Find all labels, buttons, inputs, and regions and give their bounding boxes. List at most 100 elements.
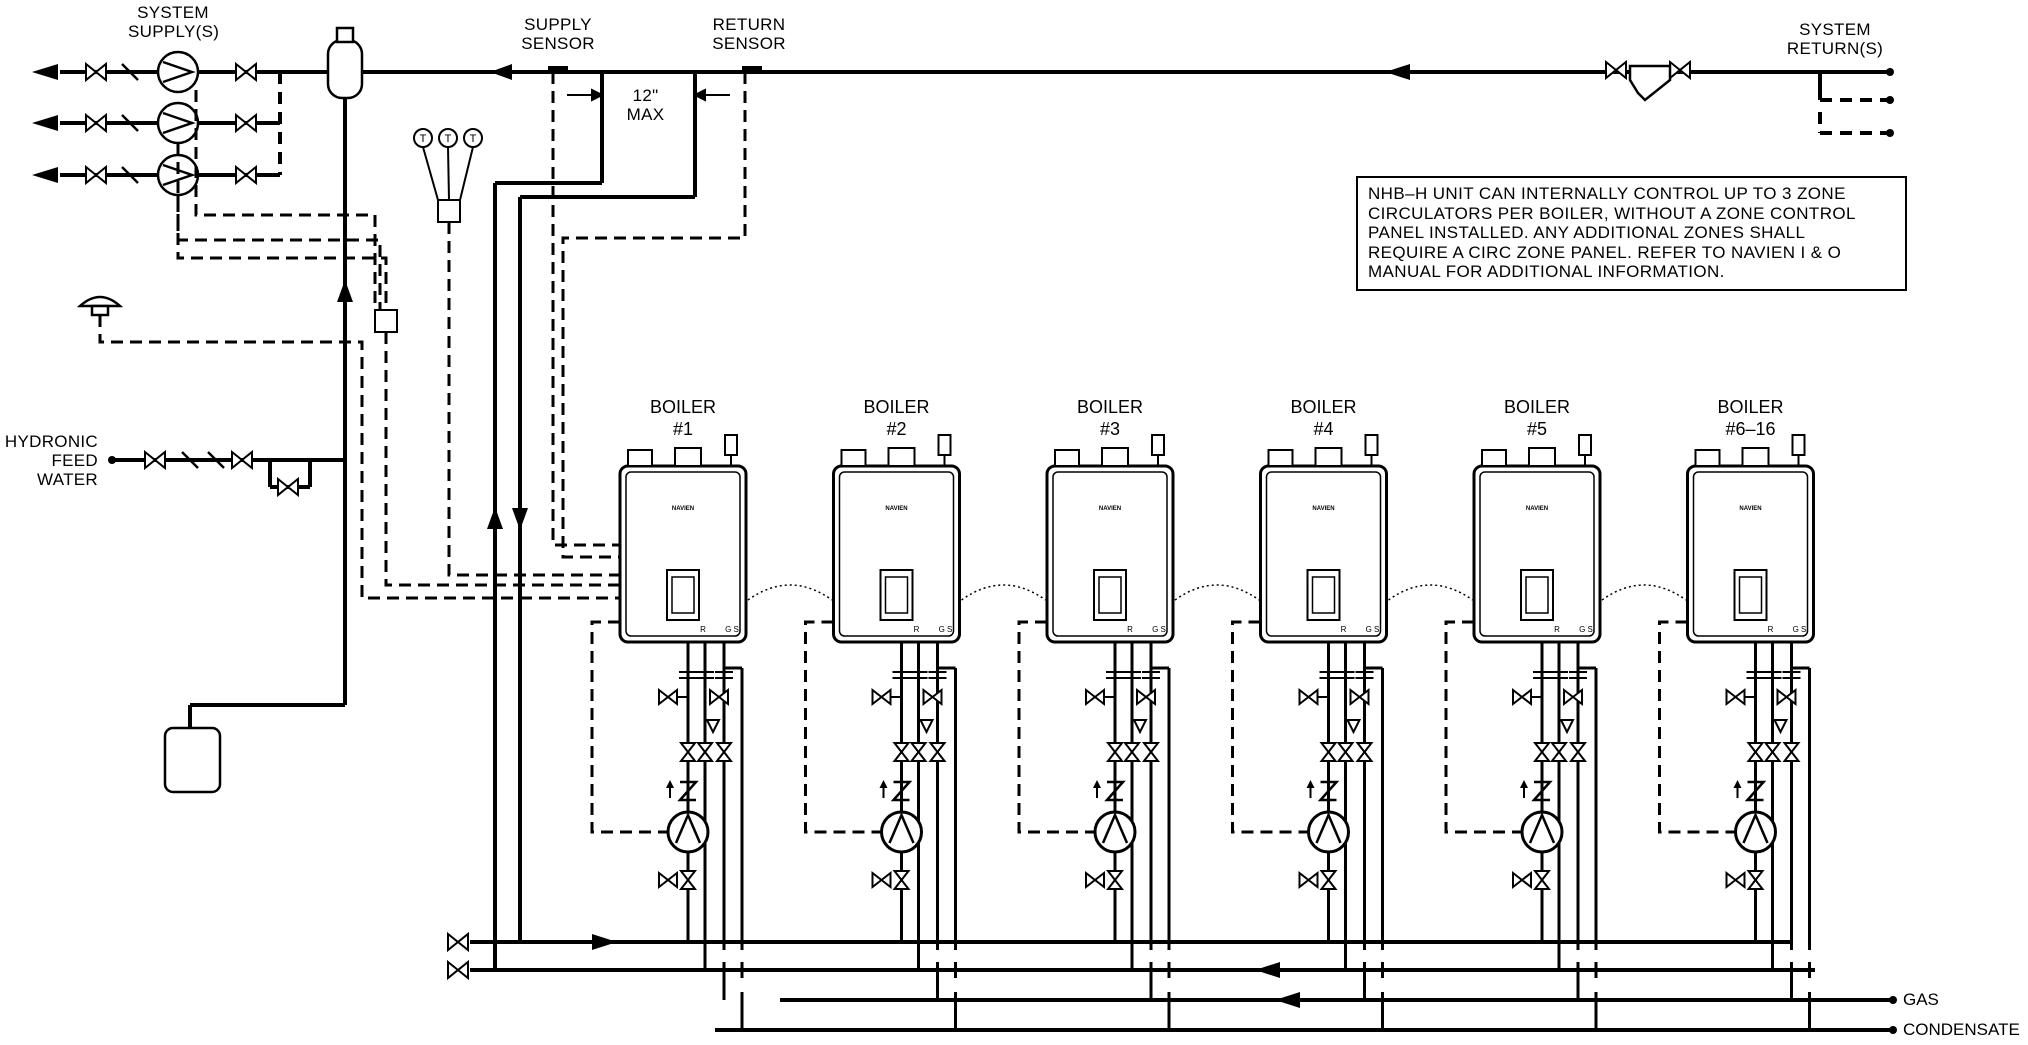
boiler-cabinet-inner (625, 471, 741, 637)
boiler-port-r: R (1768, 625, 1774, 634)
isolation-valve-icon (1549, 742, 1569, 762)
gas-valve-icon (887, 447, 916, 467)
isolation-valve-icon (1122, 742, 1142, 762)
check-valve-icon (1531, 780, 1553, 802)
check-valve-icon (677, 780, 699, 802)
drain-valve-icon (1298, 870, 1319, 890)
cascade-cable (747, 584, 833, 601)
boiler-title: BOILER #6–16 (1717, 397, 1784, 439)
pipe-end-dot (1886, 68, 1894, 76)
isolation-valve-icon (909, 742, 928, 762)
return-sensor-wire (561, 72, 747, 559)
drain-valve-icon (1298, 687, 1319, 707)
check-valve-icon (181, 451, 199, 469)
flow-direction-arrow (1733, 780, 1742, 788)
boiler-port-r: R (1554, 625, 1560, 634)
gas-valve-icon (1355, 742, 1374, 762)
thermostat-label: T (470, 133, 477, 145)
pipe-end-dot (1889, 1026, 1897, 1034)
junction-box-icon (374, 309, 398, 333)
boiler-title: BOILER #2 (863, 397, 930, 439)
boiler-port-r: R (914, 625, 920, 634)
isolation-valve-icon (1319, 742, 1338, 762)
pump-arrow-icon (1528, 811, 1556, 844)
boiler-fitting-icon (1054, 449, 1080, 467)
isolation-valve-icon (1532, 870, 1552, 890)
boiler-fitting-icon (1694, 449, 1721, 467)
outdoor-sensor-wire (98, 315, 620, 600)
ball-valve-icon (85, 112, 107, 134)
ball-valve-icon (85, 61, 107, 83)
boiler-brand: NAVIEN (1526, 506, 1548, 512)
junction-box-icon (437, 199, 461, 223)
boiler-display-screen (671, 576, 695, 614)
ball-valve-icon (85, 164, 107, 186)
return-sensor-label: RETURN SENSOR (712, 15, 786, 53)
flow-direction-arrow (666, 780, 674, 788)
boiler-cabinet-inner (1692, 471, 1809, 637)
boiler-port-gs: G S (1366, 625, 1380, 634)
check-valve-icon (121, 63, 139, 81)
boiler-port-gs: G S (939, 625, 953, 634)
isolation-valve-icon (1746, 870, 1765, 890)
drain-valve-icon (1085, 870, 1105, 890)
cascade-cable (1174, 584, 1260, 601)
note-box: NHB–H UNIT CAN INTERNALLY CONTROL UP TO … (1356, 176, 1907, 291)
gas-valve-icon (1314, 447, 1343, 467)
supply-sensor-label: SUPPLY SENSOR (521, 15, 595, 53)
drain-valve-icon (1136, 687, 1156, 707)
isolation-valve-icon (1105, 870, 1125, 890)
drain-valve-icon (1725, 870, 1746, 890)
flow-arrow (1255, 962, 1280, 978)
note-text: NHB–H UNIT CAN INTERNALLY CONTROL UP TO … (1368, 184, 1856, 281)
flow-arrow (512, 508, 528, 530)
drain-valve-icon (1776, 687, 1797, 707)
zone-pump-wire (176, 143, 382, 310)
flow-arrow (490, 64, 512, 80)
flow-arrow (1275, 992, 1300, 1008)
pump-arrow-icon (1742, 811, 1769, 844)
drain-valve-icon (1085, 687, 1105, 707)
gas-valve-icon (714, 742, 734, 762)
outdoor-sensor-icon (76, 295, 124, 308)
air-separator-icon (326, 38, 364, 100)
boiler-title: BOILER #3 (1076, 397, 1144, 439)
pump-arrow-icon (888, 811, 915, 844)
expansion-tank-icon (163, 726, 222, 794)
drain-valve-icon (871, 687, 892, 707)
supply-sensor-icon (548, 66, 568, 74)
gas-valve-icon (1528, 447, 1556, 467)
outdoor-sensor-base (90, 304, 110, 317)
supply-sensor-wire (551, 72, 620, 547)
ball-valve-icon (1605, 59, 1627, 81)
pump-arrow-icon (1101, 811, 1129, 844)
boiler-title: BOILER #1 (649, 397, 717, 439)
relief-valve-icon (937, 434, 952, 456)
boiler-display-screen (1311, 576, 1336, 614)
pipe-end-dot (1886, 129, 1894, 137)
drain-valve-icon (1563, 687, 1583, 707)
pressure-relief-icon (1345, 719, 1362, 735)
pipe-end-dot (1886, 96, 1894, 104)
drain-valve-icon (1512, 870, 1532, 890)
ball-valve-icon (277, 476, 299, 498)
boiler-cabinet-inner (838, 471, 955, 637)
boiler-port-r: R (1127, 625, 1133, 634)
gas-valve-icon (674, 447, 702, 467)
boiler-fitting-icon (1481, 449, 1507, 467)
isolation-valve-icon (678, 742, 698, 762)
y-strainer-icon (1628, 64, 1672, 102)
flow-arrow (592, 934, 617, 950)
isolation-valve-icon (1532, 742, 1552, 762)
isolation-valve-icon (1336, 742, 1355, 762)
check-valve-icon (121, 114, 139, 132)
ball-valve-icon (235, 61, 257, 83)
zone-panel-wire (384, 332, 620, 587)
relief-valve-icon (1578, 434, 1592, 456)
boiler-fitting-icon (1267, 449, 1294, 467)
flow-arrow (32, 64, 58, 80)
ball-valve-icon (235, 164, 257, 186)
ball-valve-icon (235, 112, 257, 134)
